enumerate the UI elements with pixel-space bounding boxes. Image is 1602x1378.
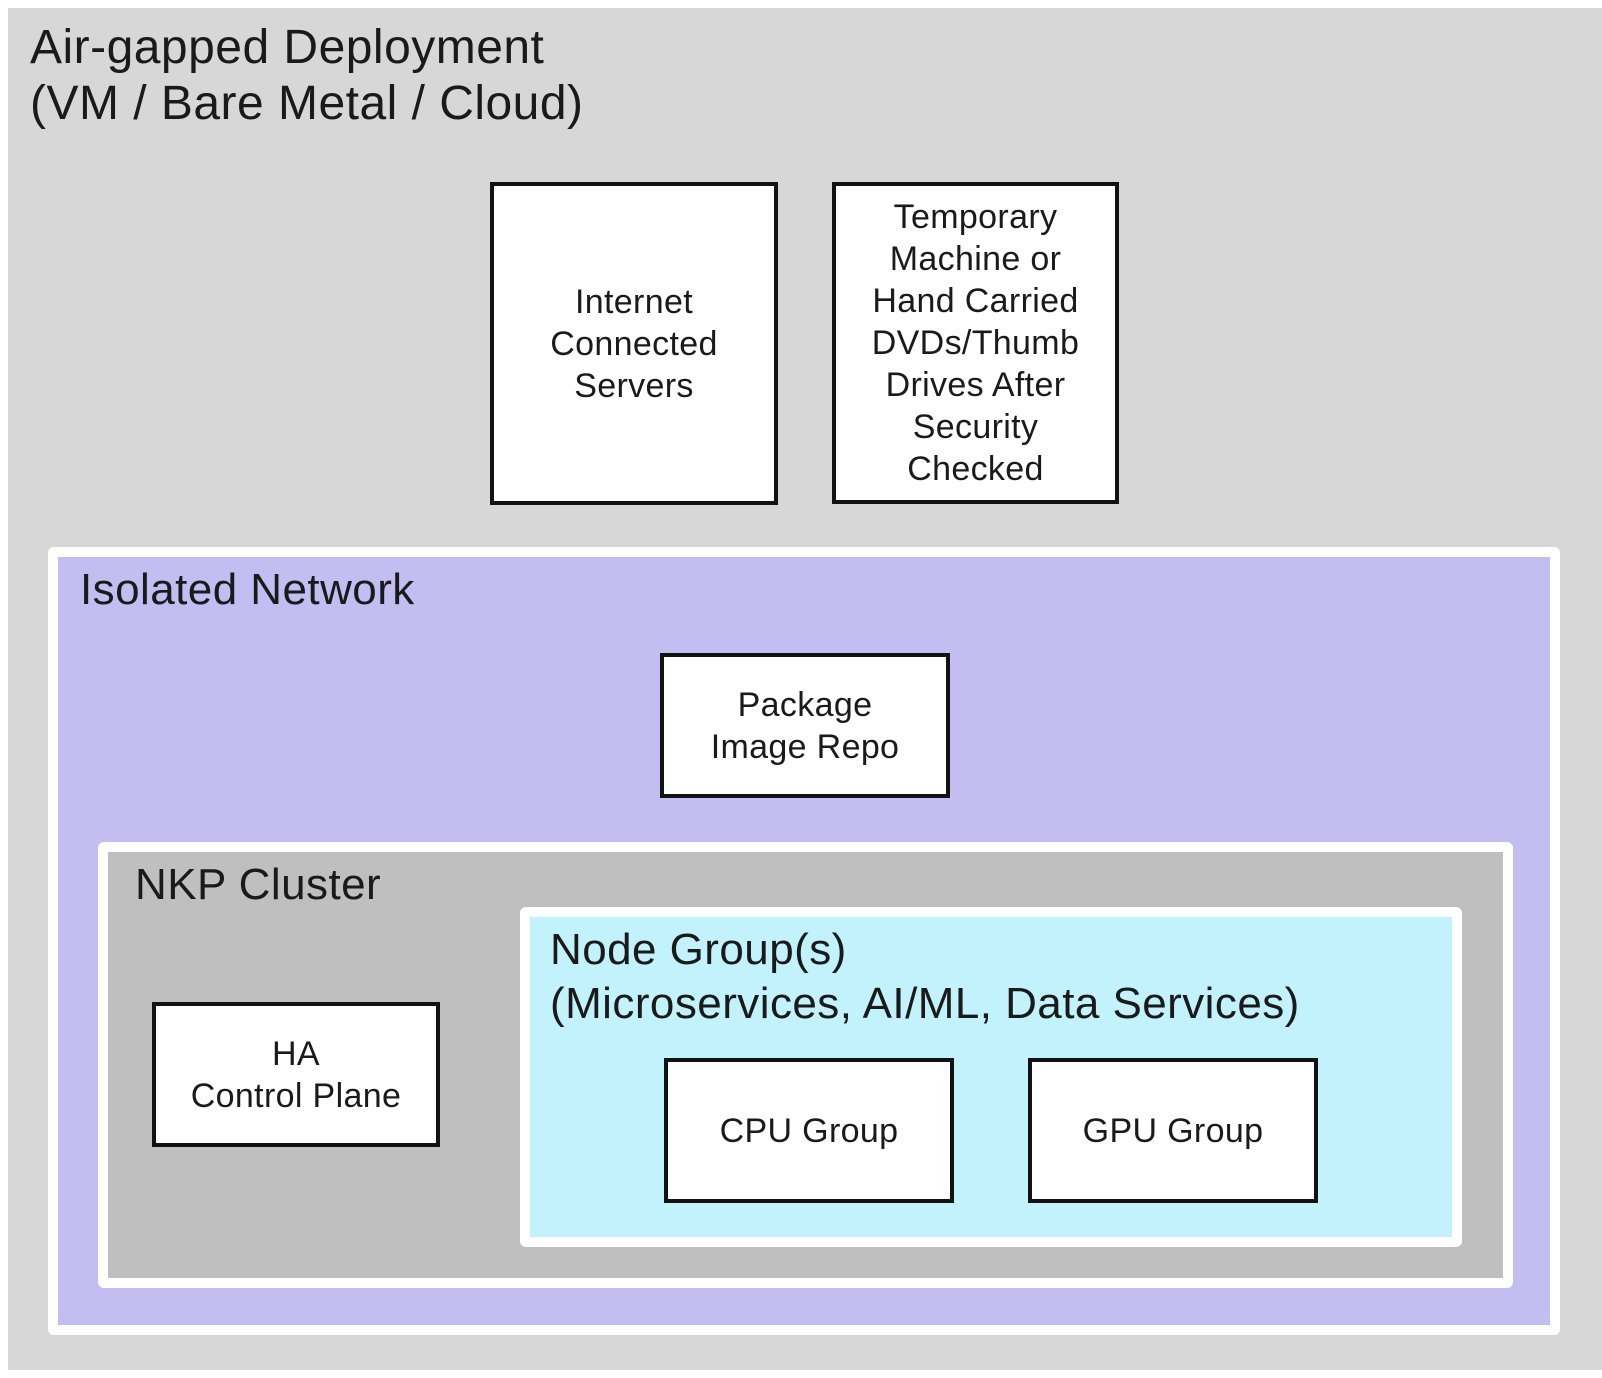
nkp-cluster-container: NKP Cluster HA Control Plane Node Group(… bbox=[98, 842, 1513, 1288]
node-groups-title: Node Group(s) (Microservices, AI/ML, Dat… bbox=[550, 925, 1300, 1028]
internet-connected-servers-box: Internet Connected Servers bbox=[490, 182, 778, 505]
isolated-network-title: Isolated Network bbox=[80, 565, 415, 614]
ha-control-plane-box: HA Control Plane bbox=[152, 1002, 440, 1147]
package-image-repo-box: Package Image Repo bbox=[660, 653, 950, 798]
cpu-group-box: CPU Group bbox=[664, 1058, 954, 1203]
isolated-network-container: Isolated Network Package Image Repo NKP … bbox=[48, 547, 1560, 1335]
diagram-title: Air-gapped Deployment (VM / Bare Metal /… bbox=[30, 21, 584, 130]
air-gapped-deployment-region: Air-gapped Deployment (VM / Bare Metal /… bbox=[8, 8, 1602, 1370]
gpu-group-box: GPU Group bbox=[1028, 1058, 1318, 1203]
node-groups-container: Node Group(s) (Microservices, AI/ML, Dat… bbox=[520, 907, 1462, 1247]
temporary-machine-box: Temporary Machine or Hand Carried DVDs/T… bbox=[832, 182, 1119, 504]
nkp-cluster-title: NKP Cluster bbox=[135, 860, 382, 909]
